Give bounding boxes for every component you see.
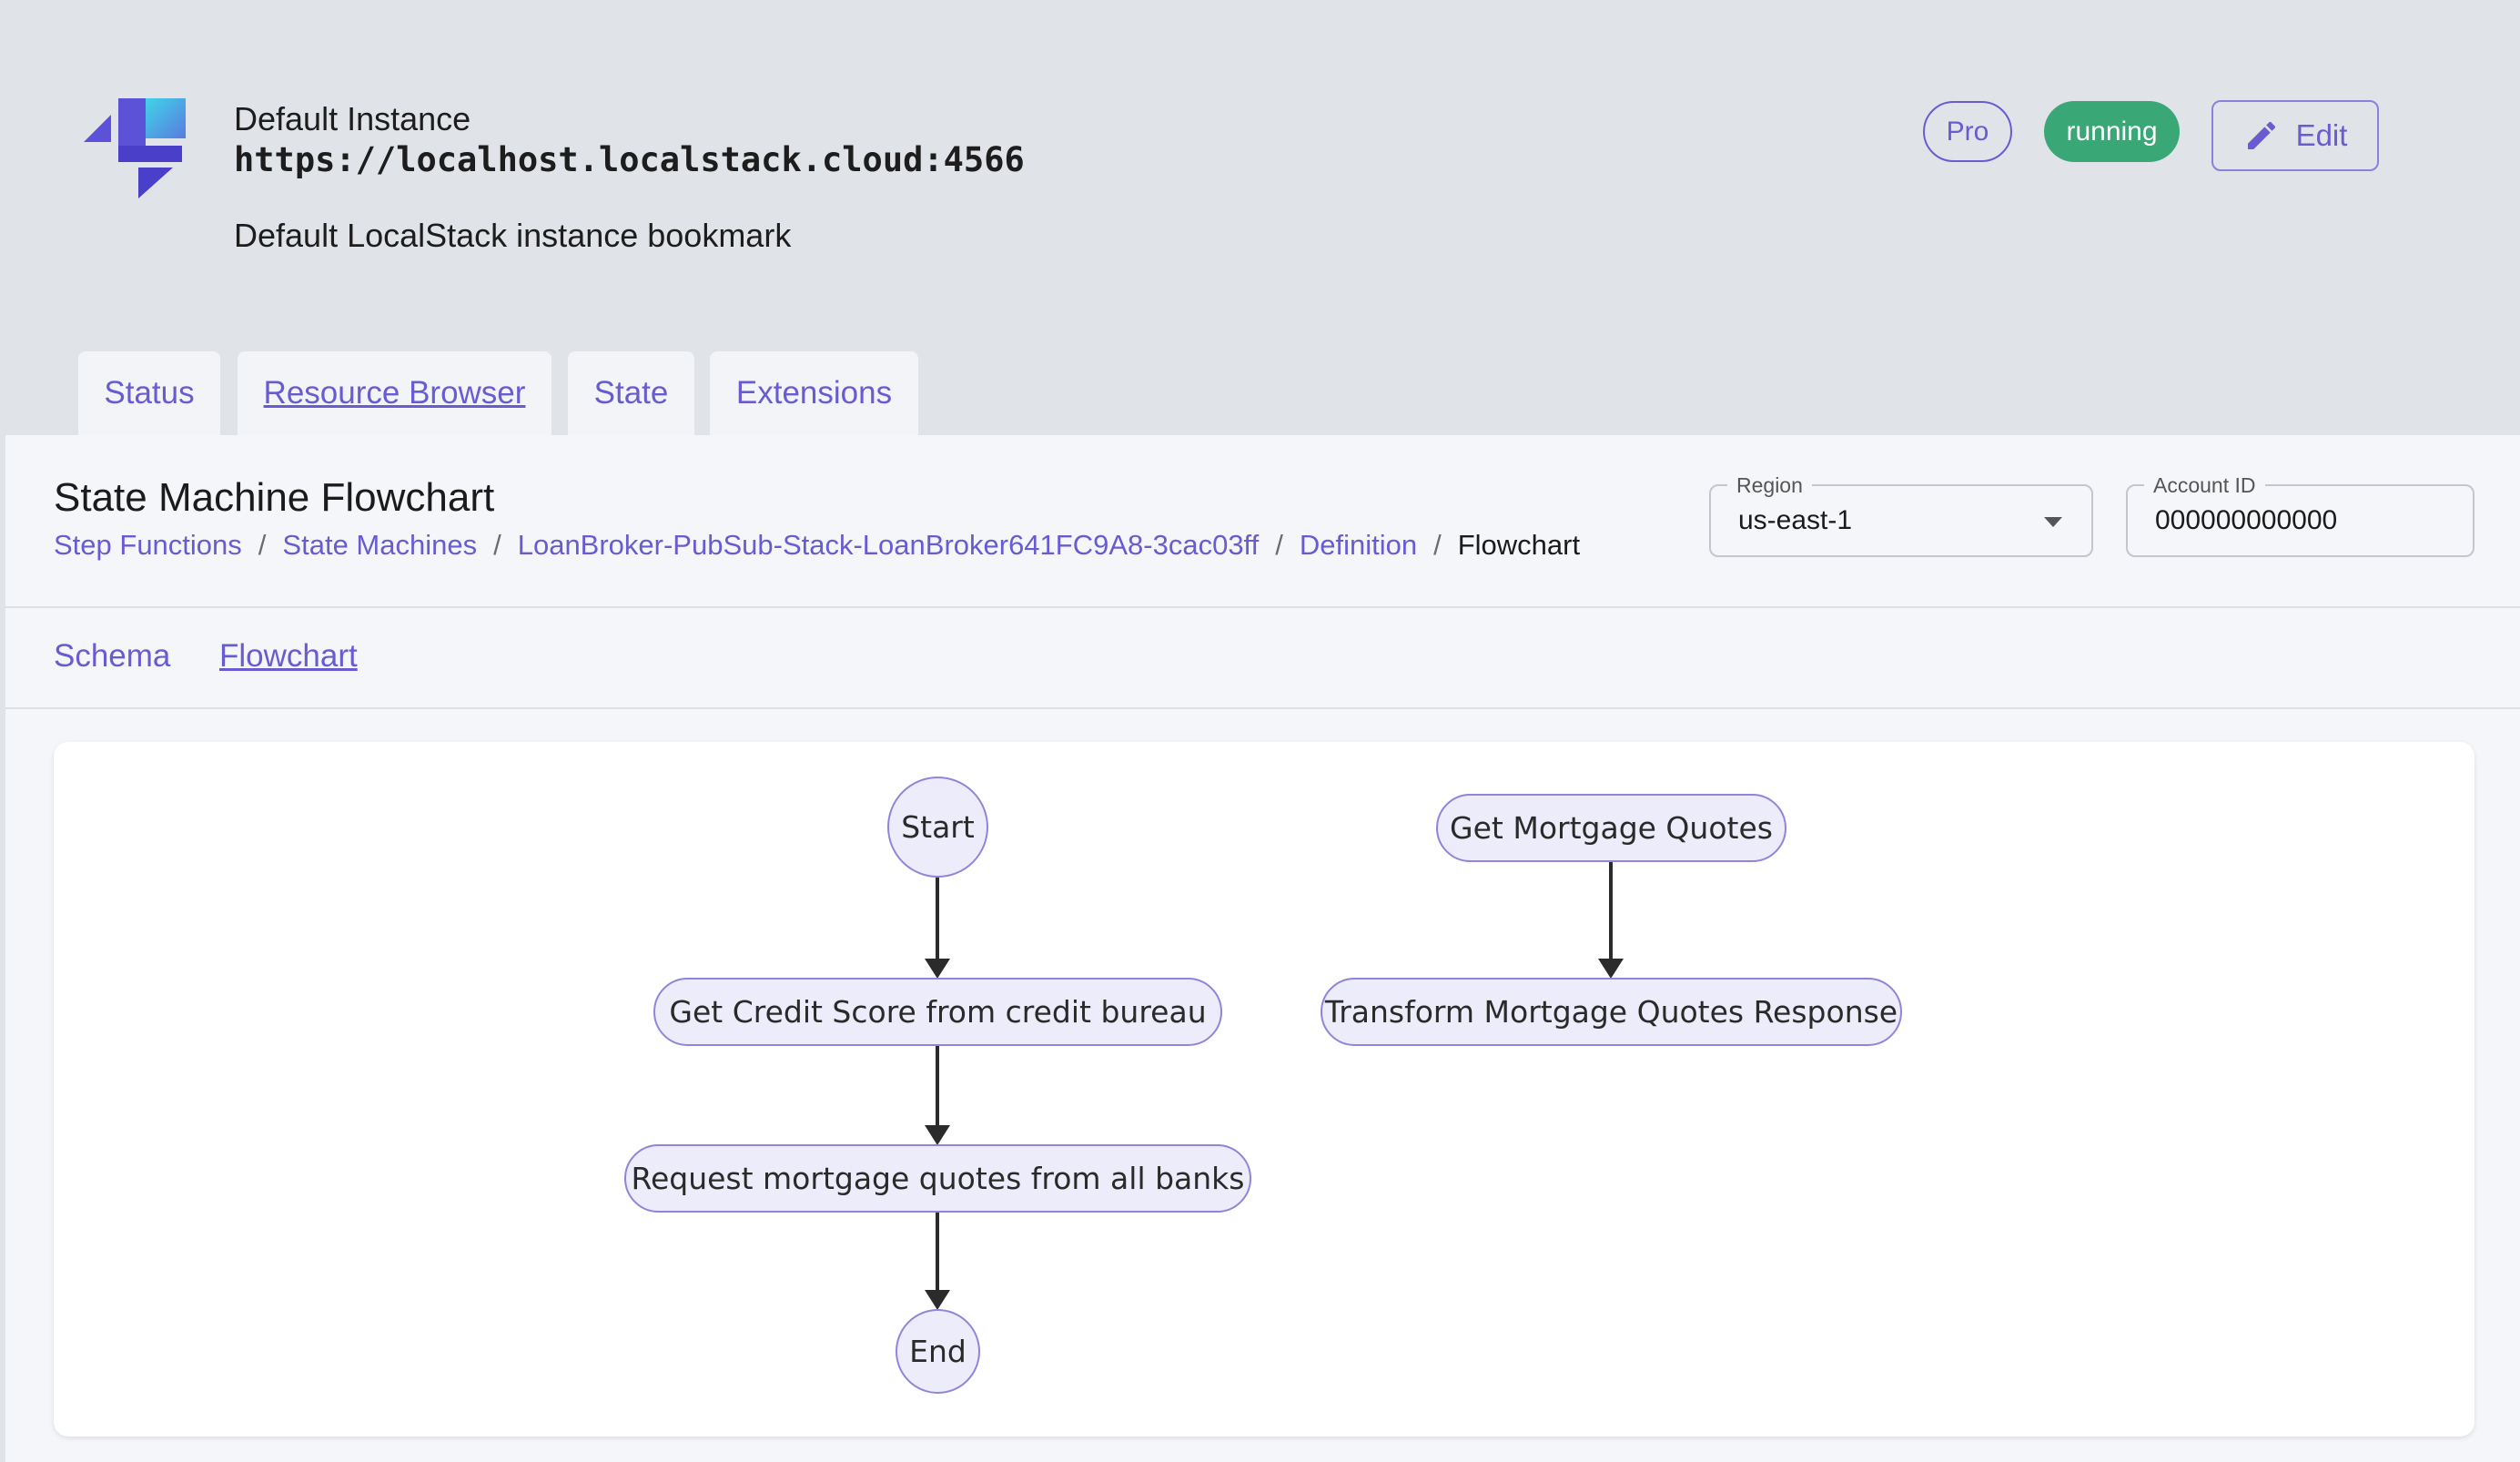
- breadcrumb-separator: /: [493, 529, 501, 561]
- flow-node-get-credit-score[interactable]: Get Credit Score from credit bureau: [653, 978, 1222, 1046]
- flow-node-transform-response[interactable]: Transform Mortgage Quotes Response: [1321, 978, 1902, 1046]
- breadcrumb-state-machine[interactable]: LoanBroker-PubSub-Stack-LoanBroker641FC9…: [517, 529, 1260, 561]
- tab-extensions[interactable]: Extensions: [710, 351, 918, 435]
- breadcrumb-current: Flowchart: [1457, 529, 1581, 561]
- breadcrumb-separator: /: [1433, 529, 1442, 561]
- breadcrumb-definition[interactable]: Definition: [1299, 529, 1418, 561]
- flow-node-end[interactable]: End: [896, 1309, 980, 1394]
- region-label: Region: [1727, 473, 1812, 498]
- breadcrumb-state-machines[interactable]: State Machines: [282, 529, 478, 561]
- breadcrumb-step-functions[interactable]: Step Functions: [54, 529, 242, 561]
- flow-node-get-mortgage-quotes[interactable]: Get Mortgage Quotes: [1436, 794, 1786, 862]
- region-value: us-east-1: [1738, 505, 1853, 535]
- flow-node-request-quotes[interactable]: Request mortgage quotes from all banks: [624, 1144, 1251, 1213]
- divider: [5, 606, 2520, 608]
- arrowhead-icon: [1598, 959, 1624, 979]
- arrowhead-icon: [925, 959, 950, 979]
- instance-description: Default LocalStack instance bookmark: [234, 217, 792, 254]
- flow-node-start[interactable]: Start: [887, 777, 988, 878]
- breadcrumb-separator: /: [1275, 529, 1283, 561]
- region-select[interactable]: Region us-east-1: [1709, 473, 2093, 557]
- tab-state[interactable]: State: [568, 351, 694, 435]
- page-title: State Machine Flowchart: [54, 475, 495, 520]
- chevron-down-icon: [2044, 517, 2062, 527]
- breadcrumb-separator: /: [258, 529, 267, 561]
- arrowhead-icon: [925, 1125, 950, 1145]
- status-badge: running: [2044, 101, 2180, 162]
- breadcrumb: Step Functions / State Machines / LoanBr…: [54, 529, 1580, 562]
- instance-name: Default Instance: [234, 100, 471, 137]
- instance-url: https://localhost.localstack.cloud:4566: [234, 140, 1025, 179]
- flowchart-card: [54, 742, 2474, 1437]
- account-id-label: Account ID: [2144, 473, 2265, 498]
- account-id-value: 000000000000: [2155, 505, 2338, 535]
- edit-button[interactable]: Edit: [2211, 100, 2379, 171]
- edit-button-label: Edit: [2295, 118, 2348, 152]
- divider: [5, 707, 2520, 709]
- subtab-schema[interactable]: Schema: [54, 638, 171, 674]
- subtab-flowchart[interactable]: Flowchart: [219, 638, 358, 674]
- account-id-field[interactable]: Account ID 000000000000: [2126, 473, 2474, 557]
- plan-badge: Pro: [1923, 101, 2012, 162]
- localstack-logo-icon: [84, 98, 186, 198]
- arrowhead-icon: [925, 1290, 950, 1310]
- pencil-icon: [2247, 121, 2275, 149]
- tab-status[interactable]: Status: [78, 351, 220, 435]
- tab-resource-browser[interactable]: Resource Browser: [238, 351, 552, 435]
